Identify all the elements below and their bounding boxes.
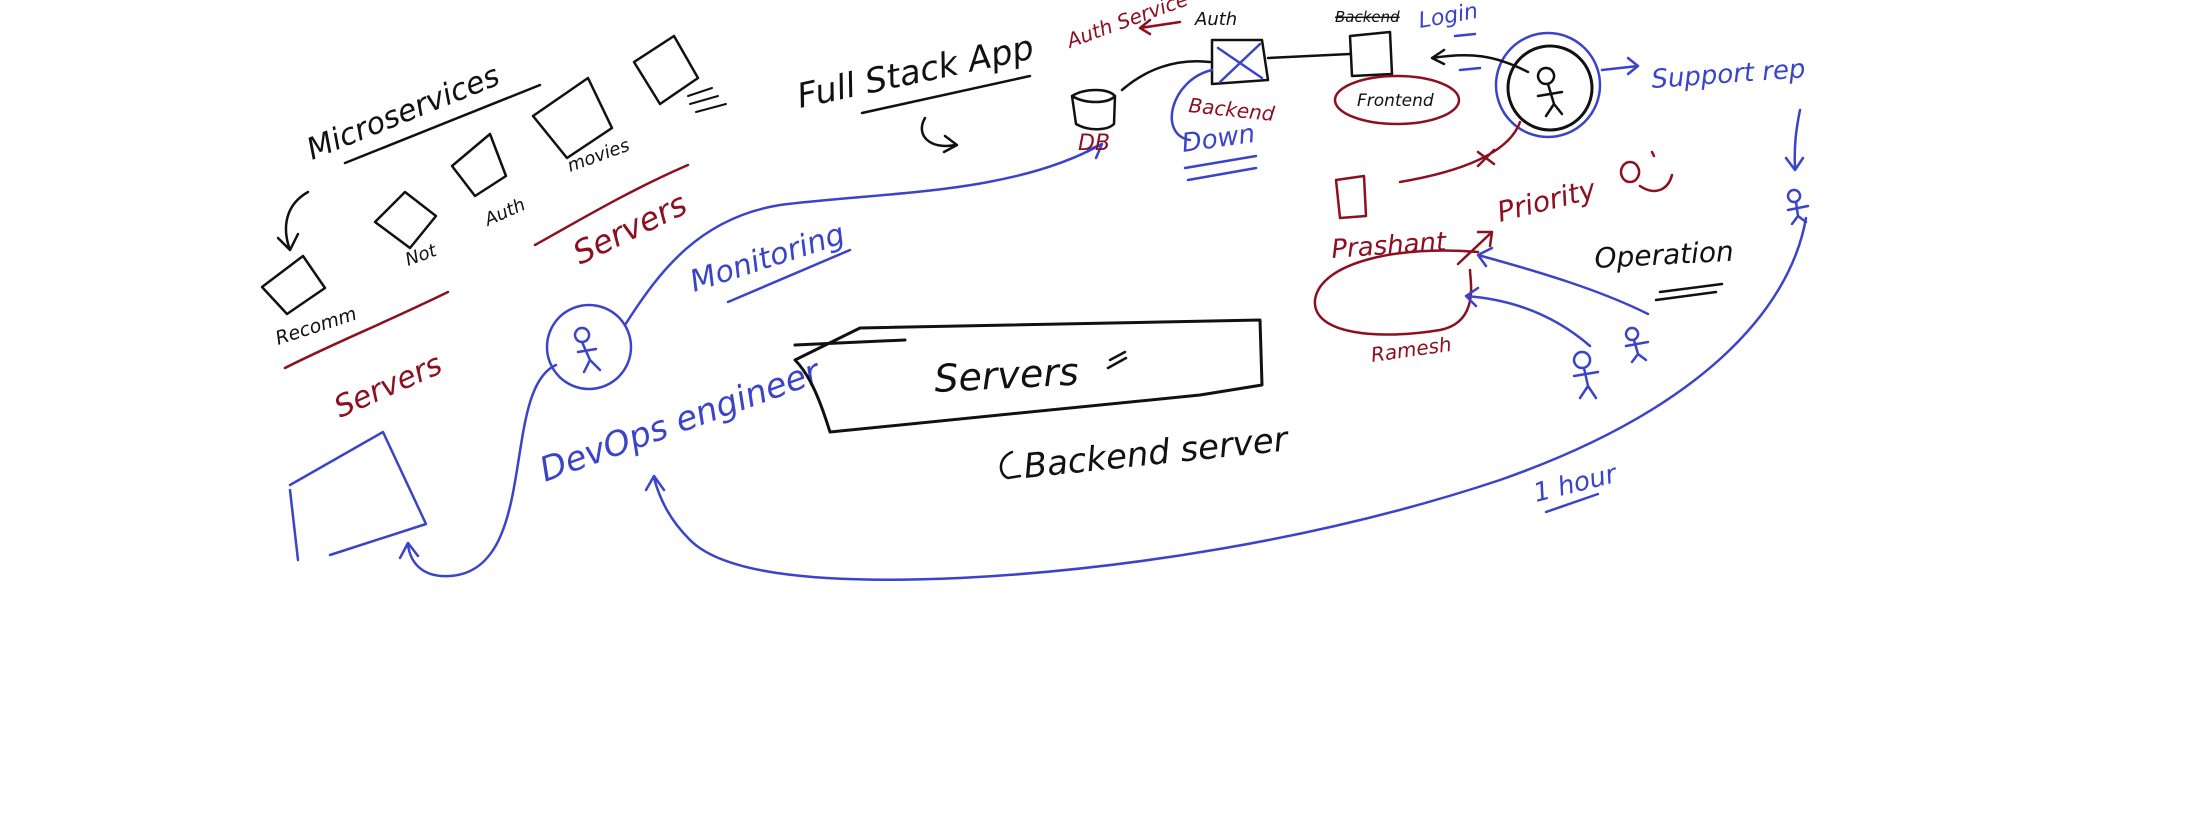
customer-to-prashant-line bbox=[1398, 120, 1522, 184]
auth-top-label: Auth bbox=[1194, 9, 1237, 30]
microservices-title: Microservices bbox=[302, 58, 505, 167]
monitoring-underline bbox=[726, 248, 852, 304]
auth-label: Auth bbox=[481, 194, 529, 231]
escalation-loop-arrow bbox=[644, 216, 1808, 581]
prashant-label: Prashant bbox=[1330, 227, 1448, 265]
server-box-icon bbox=[1348, 30, 1394, 78]
server-box-icon bbox=[260, 254, 327, 316]
movies-label: movies bbox=[565, 135, 633, 177]
user-icon bbox=[1786, 188, 1810, 226]
priority-label: Priority bbox=[1494, 172, 1600, 228]
notification-label: Not bbox=[403, 240, 441, 271]
server-box-icon bbox=[373, 190, 438, 250]
one-hour-underline bbox=[1544, 492, 1600, 514]
full-stack-app-underline bbox=[860, 74, 1032, 115]
user-icon bbox=[1536, 66, 1564, 118]
operation-label: Operation bbox=[1594, 235, 1735, 275]
recommendations-label: Recomm bbox=[273, 303, 360, 350]
stack-lines-icon bbox=[687, 87, 727, 113]
backend-server-hook bbox=[999, 450, 1022, 480]
devops-to-server-arrow bbox=[398, 363, 558, 578]
down-label: Down bbox=[1180, 119, 1257, 159]
curved-arrow-icon bbox=[276, 190, 310, 252]
devops-user-circle bbox=[545, 303, 633, 391]
monitoring-arrow bbox=[623, 142, 1104, 327]
auth-service-arrow bbox=[1138, 18, 1182, 36]
down-arrow-icon bbox=[920, 116, 959, 154]
backend-server-label: Backend server bbox=[1022, 419, 1292, 487]
ramesh-loop bbox=[1313, 249, 1480, 336]
down-underline bbox=[1183, 154, 1258, 182]
monitoring-label: Monitoring bbox=[686, 217, 849, 300]
user-section: Support rep bbox=[1398, 31, 1810, 226]
servers-box-scribble bbox=[1106, 350, 1128, 370]
customer-to-support-arrow bbox=[1600, 56, 1640, 76]
recommendations-underline bbox=[283, 290, 450, 370]
support-down-arrow bbox=[1784, 108, 1805, 172]
servers-mid-underline bbox=[533, 163, 690, 247]
backend-down-loop bbox=[1170, 68, 1214, 142]
customer-outer-circle bbox=[1494, 31, 1602, 139]
backend-to-frontend-line bbox=[1266, 52, 1352, 60]
frontend-label: Frontend bbox=[1357, 91, 1434, 111]
server-box-icon bbox=[288, 430, 428, 562]
fullstack-section: Full Stack App DB Auth Auth Service Back… bbox=[794, 0, 1480, 182]
db-to-backend-line bbox=[1120, 60, 1212, 92]
operation-underline bbox=[1654, 282, 1724, 302]
operation-section: Prashant Priority Ramesh Operation bbox=[1313, 150, 1735, 400]
database-icon bbox=[1070, 88, 1117, 131]
servers-label-left: Servers bbox=[329, 347, 447, 425]
ramesh-label: Ramesh bbox=[1369, 332, 1453, 367]
servers-box-outline bbox=[793, 318, 1264, 434]
user-icon bbox=[1572, 350, 1600, 400]
full-stack-app-title: Full Stack App bbox=[794, 28, 1038, 117]
auth-service-label: Auth Service bbox=[1062, 0, 1192, 53]
db-label: DB bbox=[1078, 131, 1110, 156]
user-icon bbox=[1624, 326, 1650, 364]
smiley-icon bbox=[1619, 150, 1674, 193]
login-underline bbox=[1453, 32, 1477, 38]
server-box-icon bbox=[632, 34, 700, 106]
prashant-to-priority-arrow bbox=[1456, 230, 1494, 266]
devops-label: DevOps engineer bbox=[534, 351, 827, 490]
cross-mark-icon bbox=[1216, 42, 1264, 84]
customer-to-frontend-arrow bbox=[1430, 48, 1530, 74]
microservices-section: Microservices Recomm Not Auth movies Ser… bbox=[260, 34, 727, 425]
customer-dash bbox=[1458, 66, 1482, 72]
frontend-oval bbox=[1333, 74, 1461, 126]
microservices-underline bbox=[343, 83, 542, 165]
servers-box-label: Servers bbox=[933, 349, 1080, 400]
operator-to-ramesh-arrow bbox=[1476, 246, 1650, 316]
server-box-icon bbox=[531, 76, 614, 160]
servers-box: Servers Backend server bbox=[793, 318, 1292, 487]
backend-top-label: Backend bbox=[1335, 8, 1400, 26]
support-rep-label: Support rep bbox=[1650, 54, 1806, 95]
server-box-icon bbox=[450, 132, 508, 198]
server-box-icon bbox=[1334, 174, 1368, 220]
customer-inner-circle bbox=[1506, 44, 1594, 132]
operator2-to-ramesh-arrow bbox=[1464, 286, 1592, 348]
user-icon bbox=[573, 326, 602, 374]
login-label: Login bbox=[1417, 0, 1480, 34]
